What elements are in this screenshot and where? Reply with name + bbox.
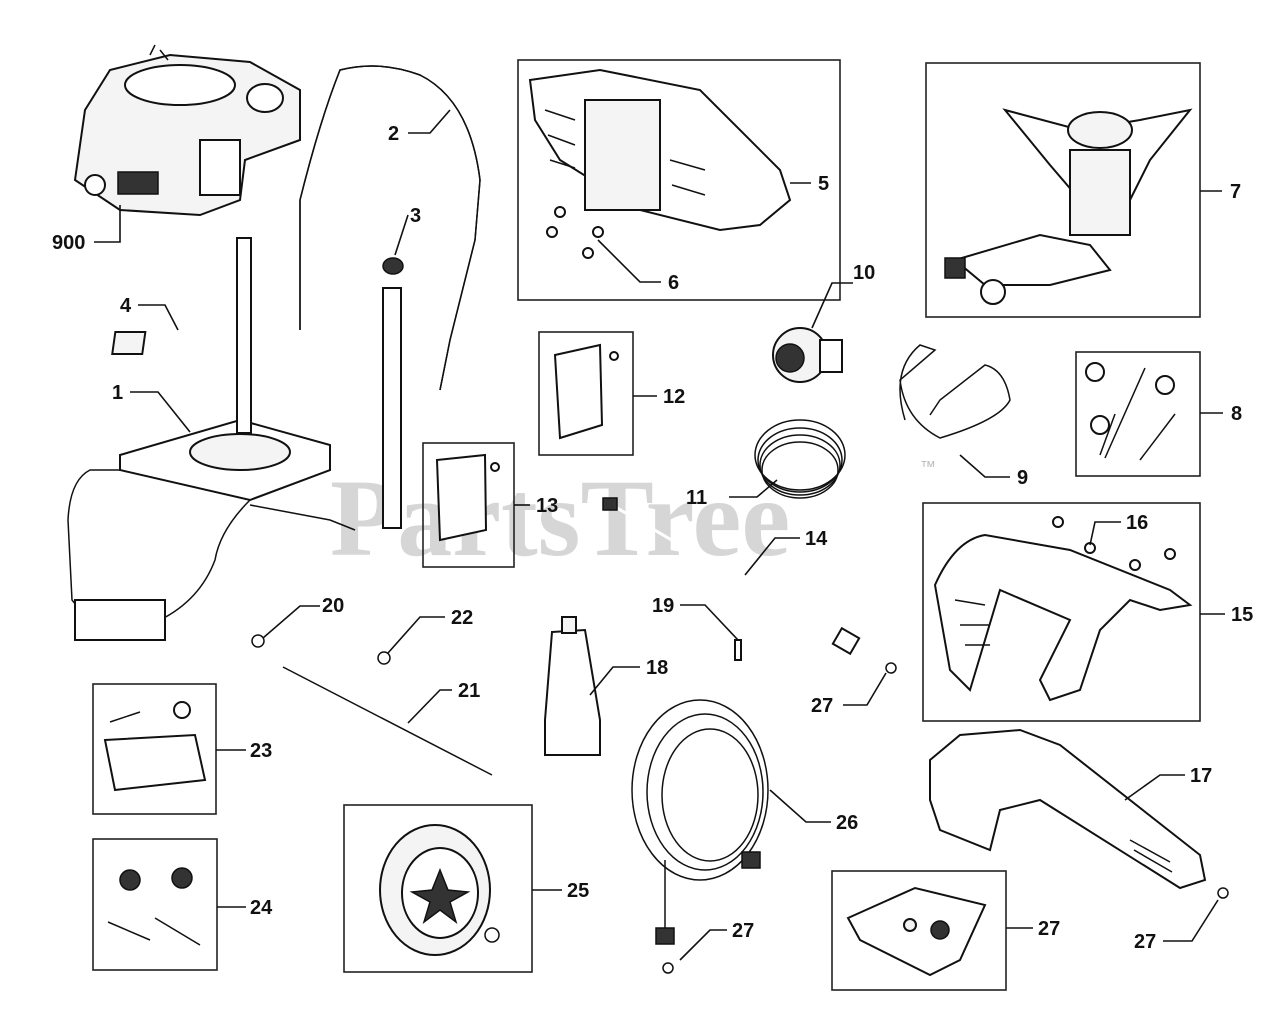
gun-housing-illustration xyxy=(933,533,1193,702)
pin-illustration xyxy=(734,639,742,661)
watermark-trademark: ™ xyxy=(920,459,936,476)
spray-gun-illustration xyxy=(929,728,1207,890)
callout-27-hose: 27 xyxy=(732,920,754,942)
box-part-15-16 xyxy=(922,502,1201,722)
callout-27-gun: 27 xyxy=(1134,931,1156,953)
cover-13-illustration xyxy=(435,453,488,542)
callout-6: 6 xyxy=(668,272,679,294)
o-ring-27c-illustration xyxy=(1217,887,1229,899)
o-ring-20-illustration xyxy=(251,634,265,648)
box-part-8 xyxy=(1075,351,1201,477)
callout-10: 10 xyxy=(853,262,875,284)
callout-27-wand: 27 xyxy=(811,695,833,717)
callout-17: 17 xyxy=(1190,765,1212,787)
box-part-25 xyxy=(343,804,533,973)
callout-1: 1 xyxy=(112,382,123,404)
wand-illustration xyxy=(602,497,861,656)
o-ring-27b-illustration xyxy=(885,662,897,674)
callout-numbers: 900 1 2 3 4 5 6 7 8 9 10 11 12 13 14 15 … xyxy=(52,123,1253,953)
hose-coil-large-illustration xyxy=(631,699,769,945)
callout-11: 11 xyxy=(686,487,707,509)
callout-22: 22 xyxy=(451,607,473,629)
callout-27-valve: 27 xyxy=(1038,918,1060,940)
callout-21: 21 xyxy=(458,680,480,702)
callout-5: 5 xyxy=(818,173,829,195)
cover-12-screw-illustration xyxy=(609,351,619,361)
valve-plate-illustration xyxy=(846,886,987,977)
callout-19: 19 xyxy=(652,595,674,617)
o-ring-22-illustration xyxy=(377,651,391,665)
label-illustration xyxy=(111,331,147,355)
callout-900: 900 xyxy=(52,232,85,254)
housing-screws-illustration xyxy=(1052,516,1176,571)
callout-26: 26 xyxy=(836,812,858,834)
callout-14: 14 xyxy=(805,528,828,550)
watermark: PartsTree xyxy=(330,457,790,579)
quick-connector-illustration xyxy=(772,327,843,383)
cap-illustration xyxy=(382,257,404,275)
hose-coil-small-illustration xyxy=(754,419,846,499)
frame-illustration xyxy=(67,237,356,641)
callout-13: 13 xyxy=(536,495,558,517)
callout-8: 8 xyxy=(1231,403,1242,425)
bolts-nuts-illustration xyxy=(1085,362,1176,461)
box-part-24 xyxy=(92,838,218,971)
callout-23: 23 xyxy=(250,740,272,762)
box-part-23 xyxy=(92,683,217,815)
clip-illustration xyxy=(899,344,1011,439)
panel-illustration xyxy=(528,68,792,232)
o-ring-27a-illustration xyxy=(662,962,674,974)
callout-16: 16 xyxy=(1126,512,1148,534)
foot-bolt-nut-illustration xyxy=(103,701,207,792)
callout-4: 4 xyxy=(120,295,132,317)
cover-13-screw-illustration xyxy=(490,462,500,472)
axle-illustration xyxy=(282,666,493,776)
callout-24: 24 xyxy=(250,897,273,919)
callout-20: 20 xyxy=(322,595,344,617)
callout-9: 9 xyxy=(1017,467,1028,489)
handle-illustration xyxy=(299,65,481,529)
box-part-12 xyxy=(538,331,634,456)
cover-12-illustration xyxy=(553,343,604,440)
engine-illustration xyxy=(73,44,301,217)
callout-25: 25 xyxy=(567,880,589,902)
callout-2: 2 xyxy=(388,123,399,145)
callout-12: 12 xyxy=(663,386,685,408)
callout-3: 3 xyxy=(410,205,421,227)
box-part-7 xyxy=(925,62,1201,318)
wheel-illustration xyxy=(379,824,500,956)
pump-illustration xyxy=(944,108,1193,305)
callout-15: 15 xyxy=(1231,604,1253,626)
leader-lines xyxy=(94,109,1225,961)
callout-7: 7 xyxy=(1230,181,1241,203)
callout-18: 18 xyxy=(646,657,668,679)
box-part-27-valve xyxy=(831,870,1007,991)
knobs-bolts-illustration xyxy=(107,867,201,946)
screws-illustration xyxy=(546,206,604,259)
detergent-bottle-illustration xyxy=(544,616,601,756)
box-part-5-6 xyxy=(517,59,841,301)
